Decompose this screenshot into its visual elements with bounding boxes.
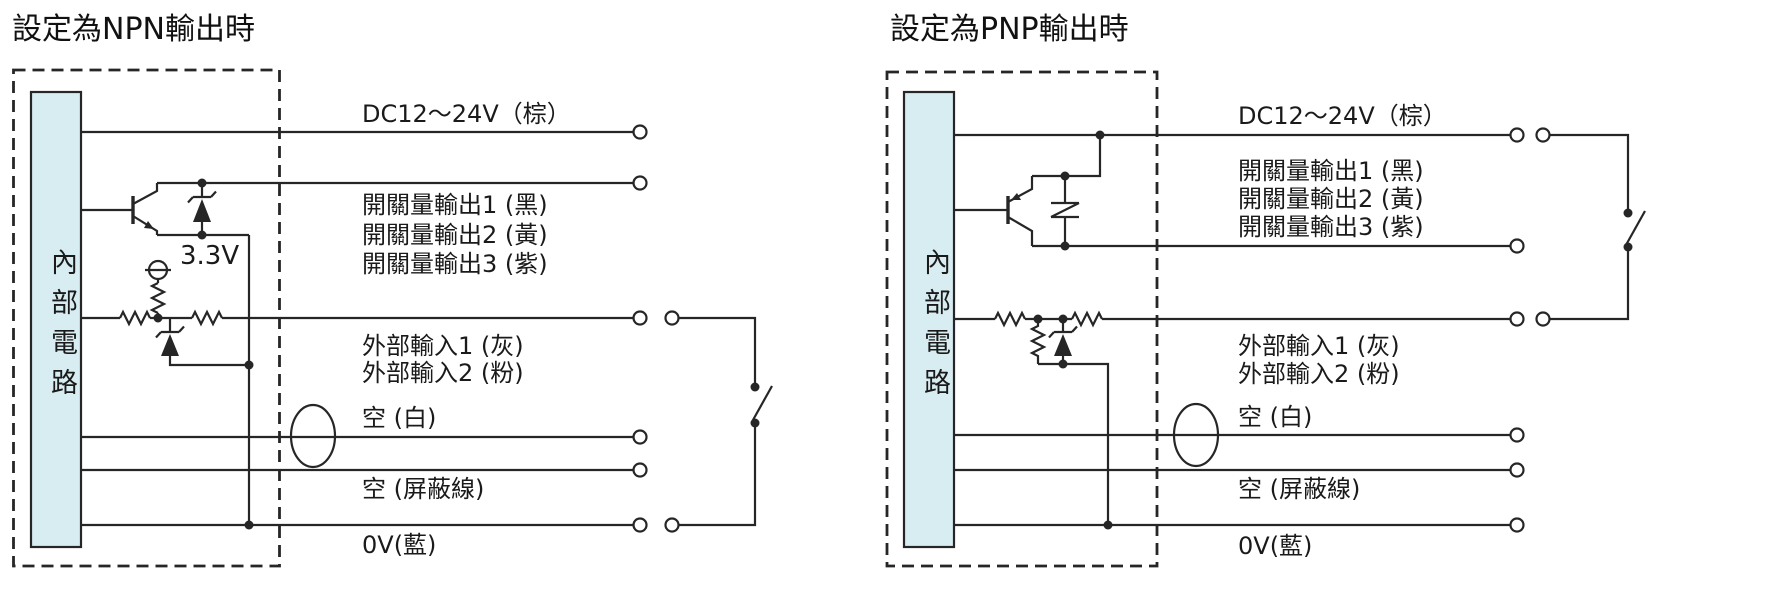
terminal-circle <box>632 175 648 191</box>
pnp-input1-label: 外部輸入1 (灰) <box>1238 332 1400 360</box>
pnp-internal-circuit-label: 內部電路 <box>919 248 950 408</box>
junction-dot <box>153 313 163 323</box>
npn-external-switch <box>678 316 773 527</box>
npn-cable-shield-ellipse <box>289 403 337 469</box>
pnp-transistor <box>954 176 1034 246</box>
terminal-circle <box>1509 427 1525 443</box>
npn-spare-shield-label: 空 (屏蔽線) <box>362 475 484 503</box>
junction-dot <box>1058 359 1068 369</box>
switch-blade <box>1625 210 1646 246</box>
terminal-circle <box>664 310 680 326</box>
junction-dot <box>1060 171 1070 181</box>
pnp-emitter-arrow <box>1011 193 1021 200</box>
pnp-internal-circuit-box <box>902 90 956 549</box>
npn-output-zener-diode <box>187 178 217 240</box>
npn-transistor-collector <box>132 183 159 205</box>
npn-spare-white-label: 空 (白) <box>362 404 436 432</box>
pnp-series-resistor-1 <box>994 310 1026 328</box>
npn-current-source <box>145 259 171 283</box>
pnp-input-zener-diode <box>1048 319 1078 364</box>
terminal-circle <box>632 517 648 533</box>
pnp-output3-label: 開關量輸出3 (紫) <box>1238 213 1424 241</box>
pnp-zero-volt-label: 0V(藍) <box>1238 532 1312 560</box>
terminal-circle <box>1535 127 1551 143</box>
npn-diagram-title: 設定為NPN輸出時 <box>12 12 255 47</box>
junction-dot <box>244 520 254 530</box>
pnp-output2-label: 開關量輸出2 (黃) <box>1238 185 1424 213</box>
junction-dot <box>197 178 207 188</box>
terminal-circle <box>632 310 648 326</box>
pnp-spare-white-label: 空 (白) <box>1238 403 1312 431</box>
terminal-circle <box>632 429 648 445</box>
pnp-cable-shield-ellipse <box>1172 402 1220 468</box>
switch-contact-dot <box>1623 242 1633 252</box>
npn-input1-label: 外部輸入1 (灰) <box>362 332 524 360</box>
pnp-emitter-feed-wire <box>1032 135 1102 178</box>
terminal-circle <box>632 462 648 478</box>
switch-contact-dot <box>750 382 760 392</box>
npn-series-resistor-1 <box>119 309 151 327</box>
terminal-circle <box>664 517 680 533</box>
terminal-circle <box>1509 238 1525 254</box>
npn-emitter-arrow <box>144 221 154 229</box>
terminal-circle <box>1535 311 1551 327</box>
pnp-power-label: DC12〜24V（棕） <box>1238 102 1447 130</box>
terminal-circle <box>1509 127 1525 143</box>
terminal-circle <box>1509 311 1525 327</box>
npn-supply-ref-label: 3.3V <box>180 241 239 271</box>
pnp-external-switch <box>1549 133 1646 321</box>
npn-transistor-emitter <box>132 215 159 235</box>
npn-input-wire <box>81 309 633 327</box>
pnp-transistor-collector <box>1007 216 1034 246</box>
npn-zero-volt-label: 0V(藍) <box>362 531 436 559</box>
npn-output2-label: 開關量輸出2 (黃) <box>362 221 548 249</box>
pnp-diagram-title: 設定為PNP輸出時 <box>890 12 1129 47</box>
npn-output3-label: 開關量輸出3 (紫) <box>362 250 548 278</box>
npn-input2-label: 外部輸入2 (粉) <box>362 359 524 387</box>
npn-series-resistor-2 <box>191 309 223 327</box>
pnp-input-wire <box>954 310 1510 328</box>
pnp-series-resistor-2 <box>1071 310 1103 328</box>
npn-transistor <box>81 183 249 237</box>
npn-input-zener-diode <box>155 318 254 370</box>
npn-internal-circuit-box <box>29 90 83 549</box>
npn-internal-circuit-label: 內部電路 <box>46 248 77 408</box>
npn-power-label: DC12〜24V（棕） <box>362 100 571 128</box>
pnp-output-zener-diode <box>1050 171 1080 251</box>
switch-contact-dot <box>1623 208 1633 218</box>
pnp-transistor-emitter <box>1007 176 1034 203</box>
terminal-circle <box>1509 462 1525 478</box>
npn-pullup-resistor <box>149 282 167 318</box>
junction-dot <box>244 360 254 370</box>
pnp-output1-label: 開關量輸出1 (黑) <box>1238 157 1424 185</box>
terminal-circle <box>1509 517 1525 533</box>
pnp-pulldown-resistor <box>1029 319 1047 364</box>
junction-dot <box>197 230 207 240</box>
pnp-input2-label: 外部輸入2 (粉) <box>1238 360 1400 388</box>
npn-output1-label: 開關量輸出1 (黑) <box>362 191 548 219</box>
npn-terminals <box>632 124 680 533</box>
pnp-spare-shield-label: 空 (屏蔽線) <box>1238 475 1360 503</box>
pnp-terminals <box>1509 127 1551 533</box>
pnp-return-wire <box>1038 362 1110 525</box>
pnp-diagram <box>885 70 1646 568</box>
npn-diagram <box>12 68 773 568</box>
switch-blade <box>752 385 773 421</box>
switch-contact-dot <box>750 418 760 428</box>
terminal-circle <box>632 124 648 140</box>
